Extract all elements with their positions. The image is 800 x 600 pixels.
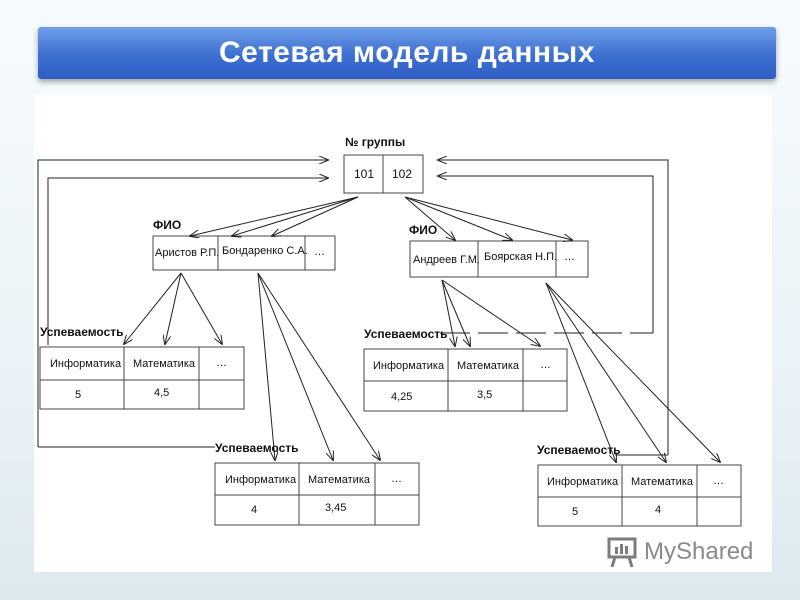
group-box (343, 154, 424, 194)
grades-1-value-2: 4,5 (154, 387, 170, 399)
arrows-aristov-to-grades (124, 272, 222, 344)
fio-right-cell-1: Андреев Г.М. (413, 254, 480, 266)
grade-table-2 (214, 462, 420, 526)
fio-right-cell-3: … (564, 251, 575, 263)
grades-3-header-1: Информатика (373, 360, 445, 372)
group-cell-102: 102 (392, 167, 413, 181)
backlinks-left (37, 160, 328, 448)
grades-4-value-1: 5 (572, 506, 579, 518)
grades-3-label: Успеваемость (364, 327, 448, 341)
grades-3-value-2: 3,5 (477, 389, 493, 401)
grades-1-header-3: … (216, 357, 227, 369)
grade-table-1 (39, 346, 245, 410)
grades-4-header-3: … (713, 475, 724, 487)
presentation-board-icon (607, 537, 637, 568)
grades-2-header-2: Математика (308, 474, 370, 486)
grades-2-header-1: Информатика (225, 474, 297, 486)
backlinks-right (438, 160, 669, 456)
grades-3-header-2: Математика (457, 360, 519, 372)
grades-4-value-2: 4 (655, 504, 662, 516)
grades-3-header-3: … (540, 359, 551, 371)
grades-1-value-1: 5 (75, 389, 82, 401)
arrows-bondarenko-to-grades (257, 272, 380, 460)
arrows-boyarskaya-to-grades (545, 282, 720, 462)
fio-left-box (152, 235, 336, 271)
fio-left-cell-3: … (314, 246, 325, 258)
grades-2-header-3: … (391, 473, 402, 485)
watermark-logo: MyShared (606, 535, 753, 569)
fio-right-box (409, 240, 589, 278)
grades-4-header-1: Информатика (547, 476, 619, 488)
grades-2-value-2: 3,45 (325, 502, 347, 514)
grades-1-header-2: Математика (133, 358, 195, 370)
grade-table-4 (537, 464, 742, 527)
grades-2-label: Успеваемость (215, 441, 299, 455)
grades-1-header-1: Информатика (50, 358, 122, 370)
grades-4-label: Успеваемость (537, 443, 621, 457)
grades-1-label: Успеваемость (40, 325, 124, 339)
title-bar: Сетевая модель данных (38, 27, 776, 79)
grades-2-value-1: 4 (251, 504, 258, 516)
arrows-group-to-fio-right (404, 196, 572, 240)
arrows-group-to-fio-left (190, 196, 359, 236)
fio-right-label: ФИО (409, 223, 438, 237)
watermark-text: MyShared (644, 538, 754, 565)
fio-left-cell-2: Бондаренко С.А. (222, 245, 308, 257)
slide-title: Сетевая модель данных (219, 36, 595, 69)
group-label: № группы (345, 135, 406, 149)
fio-right-cell-2: Боярская Н.П. (484, 251, 558, 263)
grades-3-value-1: 4,25 (391, 391, 413, 403)
grade-table-3 (363, 348, 568, 412)
fio-left-label: ФИО (153, 218, 182, 232)
group-cell-101: 101 (354, 167, 375, 181)
grades-4-header-2: Математика (631, 476, 693, 488)
fio-left-cell-1: Аристов Р.П. (155, 247, 220, 259)
arrows-andreev-to-grades (441, 279, 540, 346)
